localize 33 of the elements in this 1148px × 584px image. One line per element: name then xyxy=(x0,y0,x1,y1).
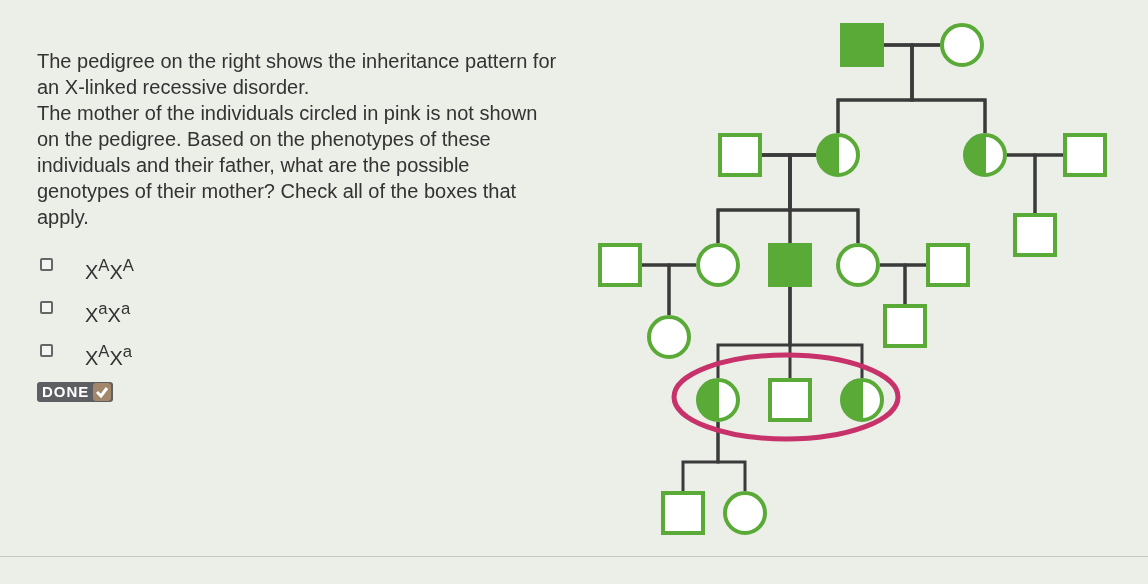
genotype-option: X$^{A}$X$^{A}$ xyxy=(85,254,134,284)
pedigree-line xyxy=(716,422,747,491)
question-text: The pedigree on the right shows the inheritance pattern for an X-linked recessive disorder. xyxy=(37,49,557,100)
female-circle xyxy=(723,491,767,535)
pedigree-line xyxy=(910,43,987,133)
female-circle xyxy=(963,133,1007,177)
male-square xyxy=(840,23,884,67)
female-circle xyxy=(696,243,740,287)
male-square xyxy=(1063,133,1107,177)
male-square xyxy=(598,243,642,287)
genotype-option: X$^{A}$X$^{a}$ xyxy=(85,340,133,370)
genotype-option: X$^{a}$X$^{a}$ xyxy=(85,297,131,327)
female-circle xyxy=(696,378,740,422)
pedigree-line xyxy=(903,263,926,304)
question-text: The mother of the individuals circled in pink is not shown on the pedigree. Based on the phenotypes of these individuals and their father, what are the possible genotypes of their mother? Check all of the boxes that apply. xyxy=(37,101,539,230)
done-button: DONE xyxy=(37,382,114,402)
male-square xyxy=(1013,213,1057,257)
pedigree-line xyxy=(1033,153,1063,213)
male-square xyxy=(883,304,927,348)
pedigree-line xyxy=(667,263,696,315)
female-circle xyxy=(836,243,880,287)
pedigree-line xyxy=(788,153,860,243)
male-square xyxy=(926,243,970,287)
pedigree-line xyxy=(788,287,864,378)
female-circle xyxy=(840,378,884,422)
highlight-ellipse xyxy=(671,352,901,442)
female-circle xyxy=(816,133,860,177)
male-square xyxy=(661,491,705,535)
female-circle xyxy=(940,23,984,67)
male-square xyxy=(718,133,762,177)
male-square xyxy=(768,378,812,422)
male-square xyxy=(768,243,812,287)
female-circle xyxy=(647,315,691,359)
